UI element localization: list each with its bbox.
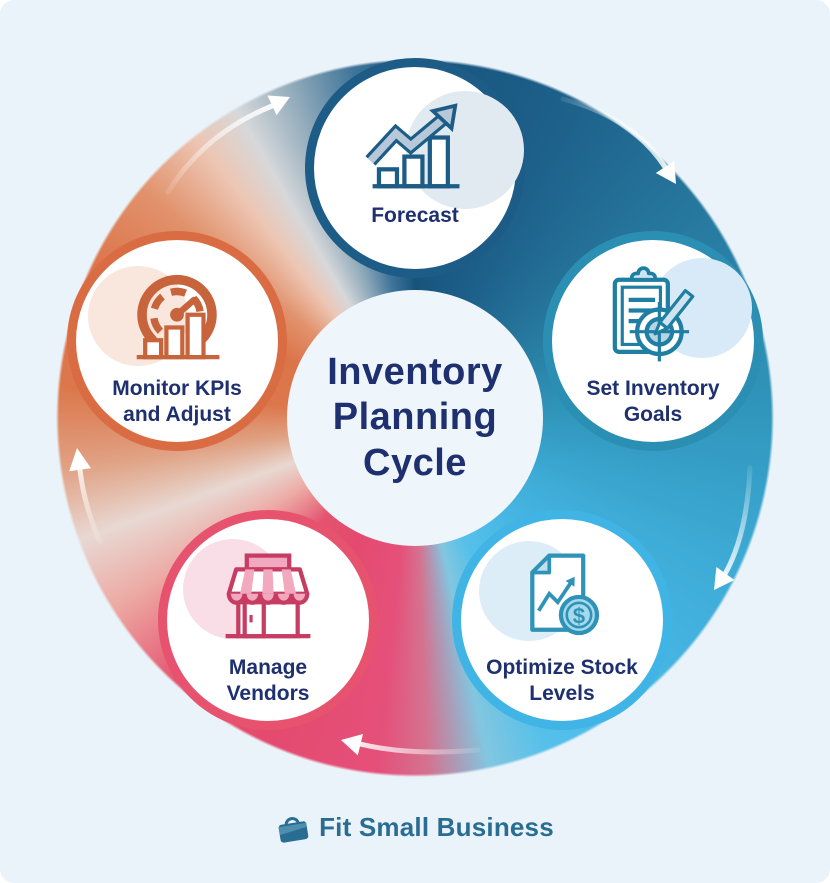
stage-monitor-kpis-and-adjust: Monitor KPIs and Adjust (67, 231, 287, 451)
stage-forecast: Forecast (305, 58, 525, 278)
bar-chart-trend-up-icon (365, 103, 460, 189)
stage-label: Forecast (371, 203, 459, 229)
svg-text:$: $ (573, 603, 586, 628)
brand-name: Fit Small Business (319, 812, 554, 842)
stage-label: Manage Vendors (227, 655, 310, 707)
cycle-title-line: Inventory (327, 350, 503, 393)
center-circle: Inventory Planning Cycle (287, 290, 543, 546)
stage-label-line: Monitor KPIs (112, 377, 242, 400)
stage-label-line: Vendors (226, 682, 310, 706)
stage-label: Optimize Stock Levels (486, 655, 638, 707)
brand-footer: Fit Small Business (0, 812, 830, 843)
stage-label-line: Levels (529, 682, 595, 706)
stage-label: Monitor KPIs and Adjust (112, 376, 242, 428)
gauge-bar-chart-icon (136, 274, 220, 360)
stage-label-line: Goals (623, 403, 683, 427)
stage-set-inventory-goals: Set Inventory Goals (543, 231, 763, 451)
clipboard-target-pencil-icon (612, 266, 695, 362)
stage-optimize-stock-levels: $ Optimize Stock Levels (452, 510, 672, 730)
storefront-icon (225, 553, 311, 639)
stage-label-line: Set Inventory (586, 377, 720, 400)
cycle-title-line: Cycle (363, 441, 467, 484)
stage-label-line: and Adjust (123, 403, 231, 427)
icon-background-blob (406, 91, 524, 209)
briefcase-icon (278, 816, 309, 843)
stage-label-line: Optimize Stock (486, 656, 638, 679)
stage-label-line: Forecast (371, 204, 459, 227)
cycle-title-line: Planning (332, 396, 498, 439)
stage-label: Set Inventory Goals (586, 376, 719, 428)
stage-label-line: Manage (228, 656, 308, 679)
cycle-title: Inventory Planning Cycle (327, 350, 503, 487)
document-chart-dollar-icon: $ (530, 553, 600, 636)
stage-manage-vendors: Manage Vendors (158, 510, 378, 730)
